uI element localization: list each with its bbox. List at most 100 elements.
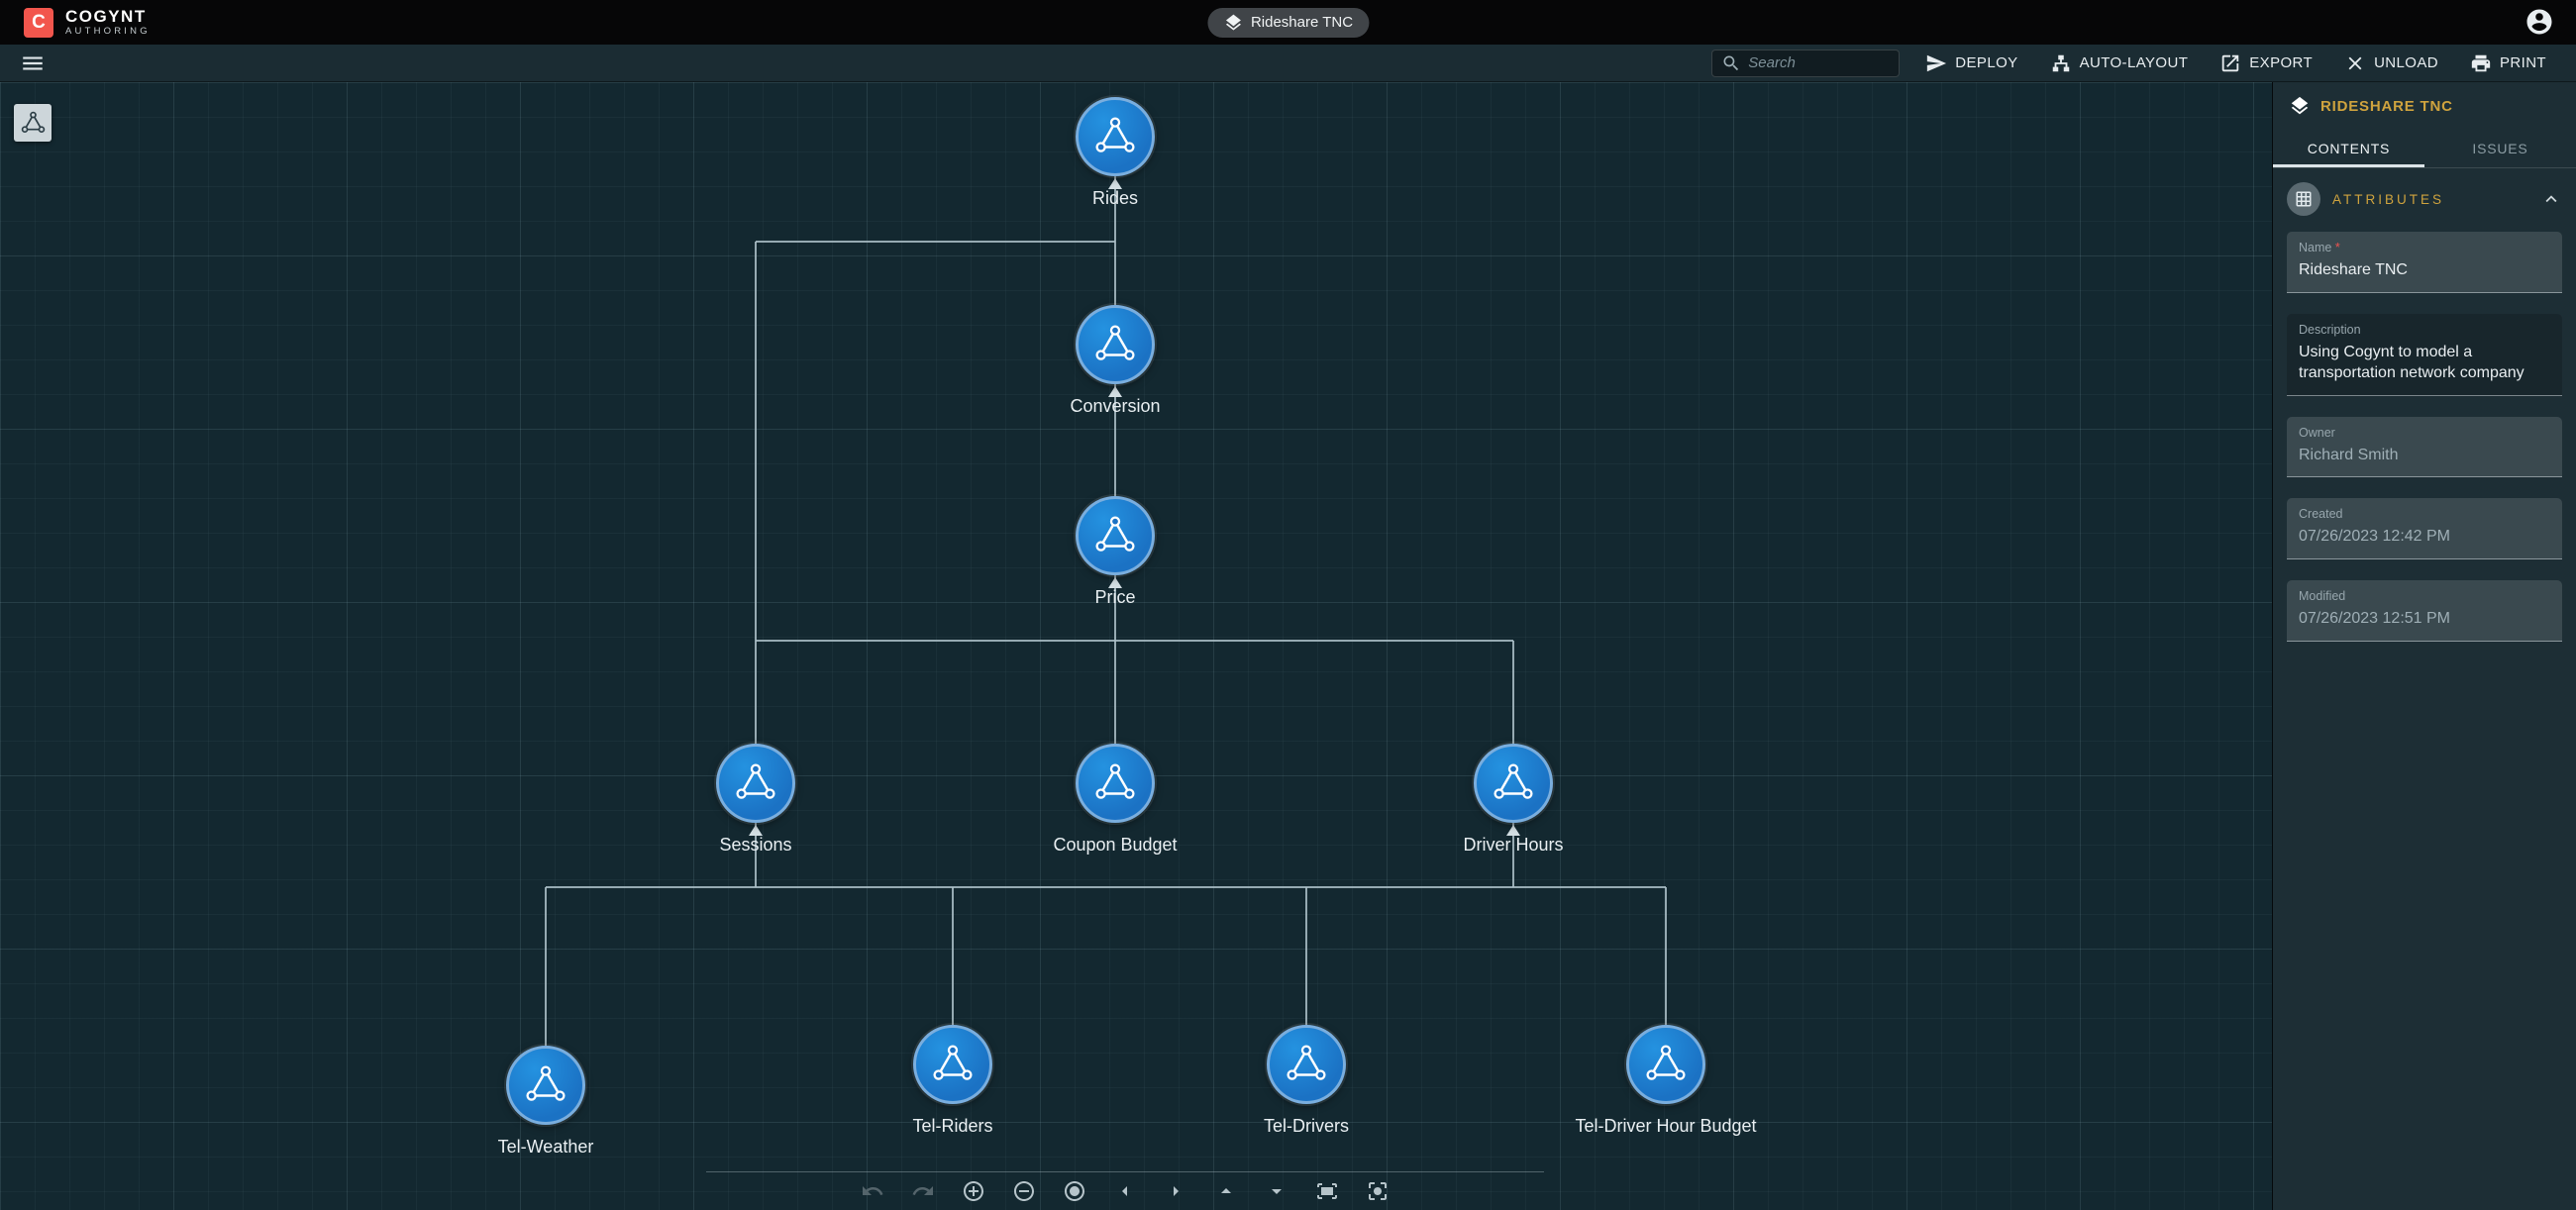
- node-label: Price: [1094, 587, 1136, 607]
- field-name[interactable]: Name * Rideshare TNC: [2287, 232, 2562, 293]
- print-button[interactable]: PRINT: [2454, 45, 2562, 82]
- nodes-layer: Rides Conversion Price Sessions Coupon B…: [0, 82, 2272, 1210]
- project-pill-label: Rideshare TNC: [1250, 14, 1354, 31]
- account-button[interactable]: [2524, 7, 2554, 42]
- zoom-reset-icon: [1065, 1181, 1084, 1201]
- model-node-icon: [716, 744, 795, 823]
- unload-icon: [2348, 56, 2362, 69]
- edge-arrow-icon: [749, 825, 763, 836]
- pan-left-button[interactable]: [1113, 1179, 1137, 1203]
- panel-header: RIDESHARE TNC: [2273, 82, 2576, 128]
- model-canvas[interactable]: Rides Conversion Price Sessions Coupon B…: [0, 82, 2272, 1210]
- node-tel-riders[interactable]: Tel-Riders: [912, 1025, 993, 1136]
- center-focus-button[interactable]: [1366, 1179, 1390, 1203]
- edge-segment: [756, 241, 1115, 243]
- zoom-in-button[interactable]: [962, 1179, 985, 1203]
- attributes-badge: [2287, 182, 2320, 216]
- model-node-icon: [1076, 744, 1155, 823]
- undo-icon: [863, 1186, 883, 1195]
- unload-button[interactable]: UNLOAD: [2328, 45, 2454, 82]
- brand-block: COGYNT AUTHORING: [65, 6, 151, 38]
- palette-model-stencil[interactable]: [14, 104, 52, 142]
- model-node-icon: [913, 1025, 992, 1104]
- deploy-button[interactable]: DEPLOY: [1909, 45, 2033, 82]
- node-conversion[interactable]: Conversion: [1070, 305, 1161, 416]
- edge-segment: [1114, 575, 1116, 744]
- node-price[interactable]: Price: [1076, 496, 1155, 607]
- details-panel: RIDESHARE TNC CONTENTS ISSUES ATTRIBUTES…: [2272, 82, 2576, 1210]
- edge-arrow-icon: [1506, 825, 1520, 836]
- edge-segment: [755, 242, 757, 744]
- tab-issues[interactable]: ISSUES: [2472, 141, 2528, 156]
- auto-layout-button[interactable]: AUTO-LAYOUT: [2034, 45, 2205, 82]
- layers-icon: [1225, 14, 1241, 31]
- redo-button[interactable]: [911, 1179, 935, 1203]
- export-icon: [2222, 54, 2239, 71]
- zoom-in-icon: [964, 1181, 983, 1201]
- edge-segment: [952, 887, 954, 1025]
- project-pill[interactable]: Rideshare TNC: [1206, 7, 1370, 38]
- search-input[interactable]: [1748, 54, 1891, 71]
- attributes-section-title: ATTRIBUTES: [2332, 191, 2445, 207]
- node-label: Driver Hours: [1463, 835, 1564, 855]
- undo-button[interactable]: [861, 1179, 884, 1203]
- node-driver-hours[interactable]: Driver Hours: [1463, 744, 1564, 855]
- pan-up-button[interactable]: [1214, 1179, 1238, 1203]
- node-tel-driver-hour-budget[interactable]: Tel-Driver Hour Budget: [1575, 1025, 1757, 1136]
- edge-segment: [1305, 887, 1307, 1025]
- edge-segment: [755, 823, 757, 887]
- node-tel-weather[interactable]: Tel-Weather: [498, 1046, 593, 1157]
- canvas-controls: [706, 1171, 1544, 1210]
- pan-right-icon: [1174, 1186, 1179, 1196]
- node-label: Rides: [1091, 188, 1139, 208]
- edge-segment: [1114, 176, 1116, 305]
- brand-name: COGYNT: [65, 6, 147, 26]
- fit-screen-button[interactable]: [1315, 1179, 1339, 1203]
- toolbar-button-label: AUTO-LAYOUT: [2079, 54, 2189, 71]
- deploy-icon: [1927, 54, 1947, 71]
- edge-arrow-icon: [1108, 386, 1122, 397]
- node-tel-drivers[interactable]: Tel-Drivers: [1264, 1025, 1349, 1136]
- edge-segment: [756, 640, 1513, 642]
- attributes-section-header[interactable]: ATTRIBUTES: [2273, 168, 2576, 230]
- model-node-icon: [1626, 1025, 1705, 1104]
- pan-right-button[interactable]: [1164, 1179, 1187, 1203]
- canvas-toolbar: DEPLOY AUTO-LAYOUT EXPORT UNLOAD PRINT: [0, 45, 2576, 82]
- field-value: Richard Smith: [2299, 446, 2399, 463]
- node-label: Tel-Weather: [497, 1137, 594, 1157]
- model-node-icon: [1474, 744, 1553, 823]
- node-label: Tel-Driver Hour Budget: [1575, 1116, 1757, 1136]
- toolbar-button-label: DEPLOY: [1955, 54, 2018, 71]
- node-sessions[interactable]: Sessions: [716, 744, 795, 855]
- model-node-icon: [1076, 496, 1155, 575]
- search-icon: [1723, 55, 1739, 70]
- node-label: Coupon Budget: [1053, 835, 1178, 855]
- toolbar-button-label: EXPORT: [2249, 54, 2314, 71]
- zoom-reset-button[interactable]: [1063, 1179, 1086, 1203]
- tab-contents[interactable]: CONTENTS: [2273, 128, 2424, 167]
- field-label: Name *: [2299, 241, 2340, 254]
- zoom-out-button[interactable]: [1012, 1179, 1036, 1203]
- search-box[interactable]: [1711, 49, 1901, 77]
- toolbar-button-label: PRINT: [2500, 54, 2546, 71]
- account-icon: [2526, 9, 2552, 35]
- edge-segment: [546, 886, 1666, 888]
- node-coupon-budget[interactable]: Coupon Budget: [1053, 744, 1178, 855]
- model-node-icon: [1076, 97, 1155, 176]
- node-label: Tel-Riders: [912, 1116, 993, 1136]
- menu-button[interactable]: [20, 50, 46, 76]
- node-label: Tel-Drivers: [1263, 1116, 1350, 1136]
- chevron-up-icon[interactable]: [2540, 188, 2562, 210]
- field-label: Created: [2299, 507, 2343, 522]
- field-value: 07/26/2023 12:51 PM: [2299, 609, 2451, 627]
- logo-letter: C: [32, 11, 46, 33]
- model-node-icon: [506, 1046, 585, 1125]
- pan-down-button[interactable]: [1265, 1179, 1288, 1203]
- field-value: Rideshare TNC: [2299, 261, 2408, 278]
- node-rides[interactable]: Rides: [1076, 97, 1155, 208]
- export-button[interactable]: EXPORT: [2204, 45, 2328, 82]
- redo-icon: [912, 1186, 933, 1195]
